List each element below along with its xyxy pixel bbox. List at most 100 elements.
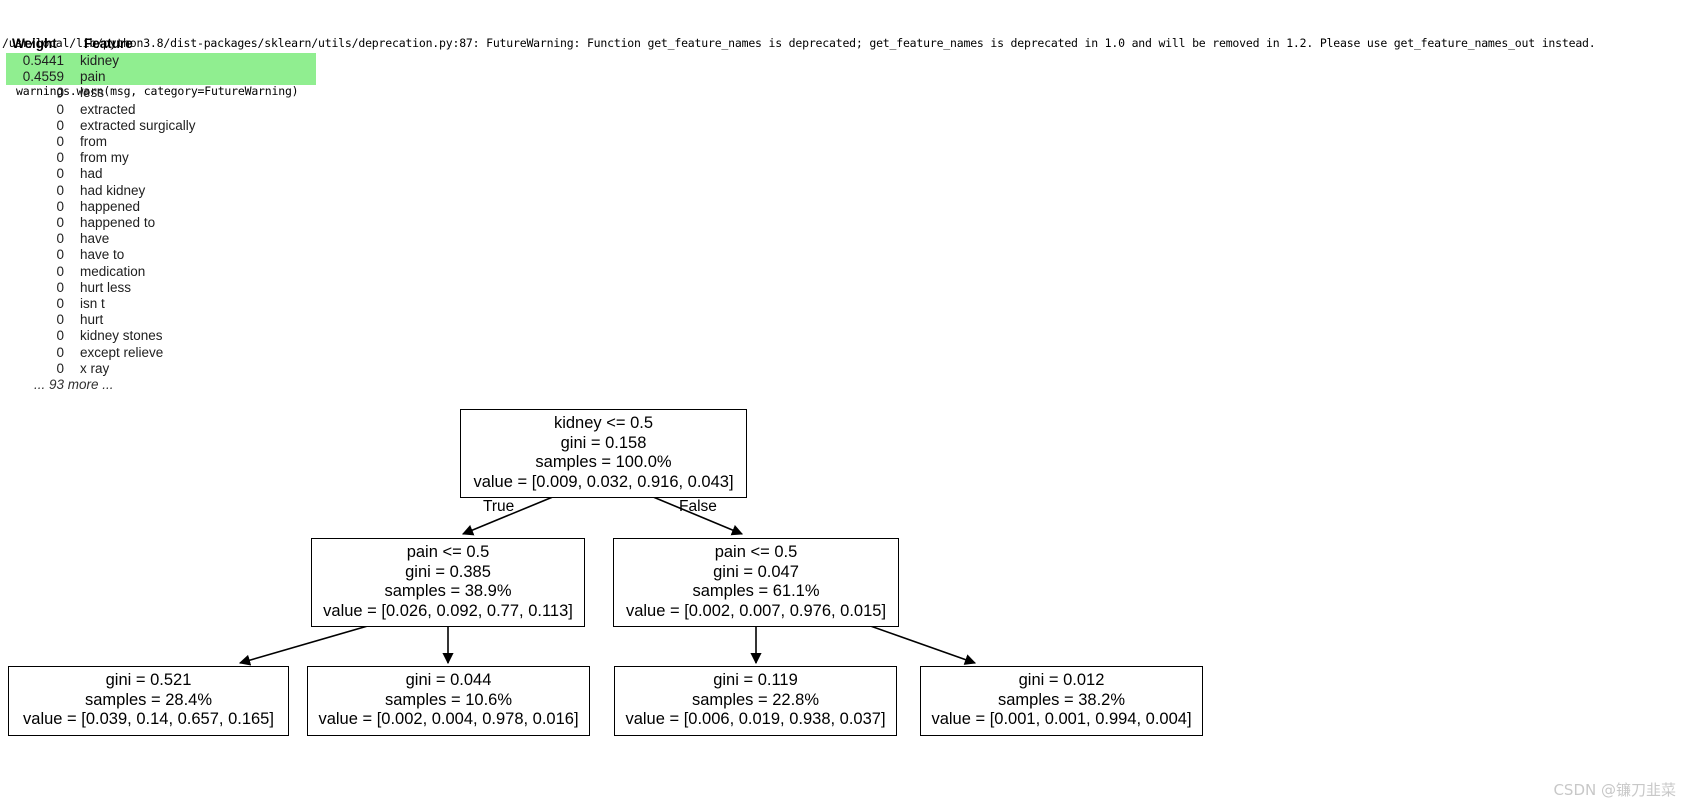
cell-weight: 0 [56, 150, 64, 166]
cell-weight: 0 [56, 215, 64, 231]
cell-weight: 0.4559 [6, 69, 78, 86]
tree-node-root-samples: samples = 100.0% [535, 453, 672, 472]
cell-weight: 0 [56, 166, 64, 182]
tree-node-leaf-2-gini: gini = 0.044 [405, 671, 492, 689]
tree-node-mid-right-split: pain <= 0.5 [714, 543, 798, 561]
cell-feature: isn t [80, 296, 105, 312]
tree-node-leaf-1: gini = 0.521 samples = 28.4% value = [0.… [8, 666, 289, 736]
csdn-watermark: CSDN @镰刀韭菜 [1553, 781, 1676, 799]
tree-node-mid-left-samples: samples = 38.9% [384, 582, 512, 601]
cell-weight: 0 [56, 312, 64, 328]
tree-node-leaf-4-samples: samples = 38.2% [997, 690, 1126, 709]
tree-node-mid-right-value: value = [0.002, 0.007, 0.976, 0.015] [625, 601, 887, 620]
cell-feature: have to [80, 247, 125, 263]
tree-node-mid-right: pain <= 0.5 gini = 0.047 samples = 61.1%… [613, 538, 899, 628]
table-row: 0 had [6, 166, 316, 182]
cell-weight: 0 [56, 360, 64, 376]
tree-node-mid-left-split: pain <= 0.5 [406, 543, 490, 561]
cell-feature: less [80, 85, 105, 101]
table-row: 0 less [6, 85, 316, 101]
tree-node-mid-right-gini: gini = 0.047 [713, 562, 799, 581]
cell-weight: 0 [56, 328, 64, 344]
cell-feature: kidney [78, 53, 316, 70]
future-warning-block: /usr/local/lib/python3.8/dist-packages/s… [2, 3, 1596, 131]
cell-feature: pain [78, 69, 316, 86]
tree-node-leaf-2-value: value = [0.002, 0.004, 0.978, 0.016] [318, 710, 579, 729]
table-header-row: Weight Feature [6, 36, 316, 53]
tree-node-mid-right-samples: samples = 61.1% [692, 582, 820, 601]
cell-weight: 0 [56, 85, 64, 101]
cell-weight: 0 [56, 231, 64, 247]
table-row: 0 hurt less [6, 280, 316, 296]
cell-feature: had kidney [80, 182, 146, 198]
cell-weight: 0 [56, 101, 64, 117]
table-row: 0 hurt [6, 312, 316, 328]
cell-weight: 0 [56, 344, 64, 360]
tree-node-leaf-4-gini: gini = 0.012 [1018, 671, 1105, 689]
table-row: 0 extracted surgically [6, 118, 316, 134]
warning-line-path: /usr/local/lib/python3.8/dist-packages/s… [2, 36, 1596, 50]
cell-more-label: ... 93 more ... [34, 377, 114, 393]
cell-feature: happened to [80, 215, 156, 231]
column-header-weight: Weight [12, 36, 57, 51]
warning-line-call: warnings.warn(msg, category=FutureWarnin… [16, 84, 299, 98]
table-row: 0 had kidney [6, 183, 316, 199]
edge-label-false: False [679, 498, 717, 515]
cell-feature: x ray [80, 360, 110, 376]
tree-node-leaf-1-samples: samples = 28.4% [84, 690, 213, 709]
tree-node-root-split: kidney <= 0.5 [553, 414, 654, 432]
cell-weight: 0 [56, 182, 64, 198]
cell-feature: except relieve [80, 344, 164, 360]
cell-feature: happened [80, 198, 141, 214]
tree-node-leaf-3: gini = 0.119 samples = 22.8% value = [0.… [614, 666, 897, 736]
table-row: 0 from my [6, 150, 316, 166]
cell-weight: 0 [56, 247, 64, 263]
edge-label-true: True [483, 498, 515, 515]
tree-node-leaf-4-value: value = [0.001, 0.001, 0.994, 0.004] [931, 710, 1192, 729]
table-row: 0 have to [6, 247, 316, 263]
column-header-feature: Feature [84, 36, 133, 51]
cell-feature: kidney stones [80, 328, 163, 344]
cell-weight: 0 [56, 134, 64, 150]
table-row: 0 x ray [6, 361, 316, 377]
table-row: 0 extracted [6, 102, 316, 118]
cell-feature: extracted surgically [80, 117, 196, 133]
tree-node-root-gini: gini = 0.158 [560, 433, 647, 452]
table-row-more: ... 93 more ... [6, 377, 316, 393]
table-row: 0 have [6, 231, 316, 247]
cell-feature: hurt less [80, 279, 132, 295]
cell-feature: from my [80, 150, 129, 166]
cell-weight: 0 [56, 279, 64, 295]
tree-node-leaf-2: gini = 0.044 samples = 10.6% value = [0.… [307, 666, 590, 736]
tree-node-leaf-2-samples: samples = 10.6% [384, 690, 513, 709]
feature-weights-head: Weight Feature [6, 36, 316, 53]
table-row: 0 kidney stones [6, 328, 316, 344]
tree-node-leaf-3-value: value = [0.006, 0.019, 0.938, 0.037] [625, 710, 886, 729]
cell-weight: 0 [56, 296, 64, 312]
table-row: 0 happened [6, 199, 316, 215]
cell-feature: had [80, 166, 103, 182]
cell-feature: medication [80, 263, 146, 279]
cell-feature: extracted [80, 101, 136, 117]
tree-node-leaf-3-samples: samples = 22.8% [691, 690, 820, 709]
tree-node-leaf-3-gini: gini = 0.119 [713, 671, 798, 689]
cell-weight: 0.5441 [6, 53, 78, 70]
cell-weight: 0 [56, 117, 64, 133]
tree-node-leaf-1-value: value = [0.039, 0.14, 0.657, 0.165] [23, 710, 274, 729]
table-row: 0 happened to [6, 215, 316, 231]
cell-feature: have [80, 231, 110, 247]
tree-node-mid-left: pain <= 0.5 gini = 0.385 samples = 38.9%… [311, 538, 585, 628]
cell-feature: hurt [80, 312, 104, 328]
tree-node-leaf-1-gini: gini = 0.521 [105, 671, 192, 689]
tree-node-leaf-4: gini = 0.012 samples = 38.2% value = [0.… [920, 666, 1203, 736]
tree-node-root: kidney <= 0.5 gini = 0.158 samples = 100… [460, 409, 747, 499]
cell-weight: 0 [56, 198, 64, 214]
table-row: 0 except relieve [6, 345, 316, 361]
table-row: 0 isn t [6, 296, 316, 312]
